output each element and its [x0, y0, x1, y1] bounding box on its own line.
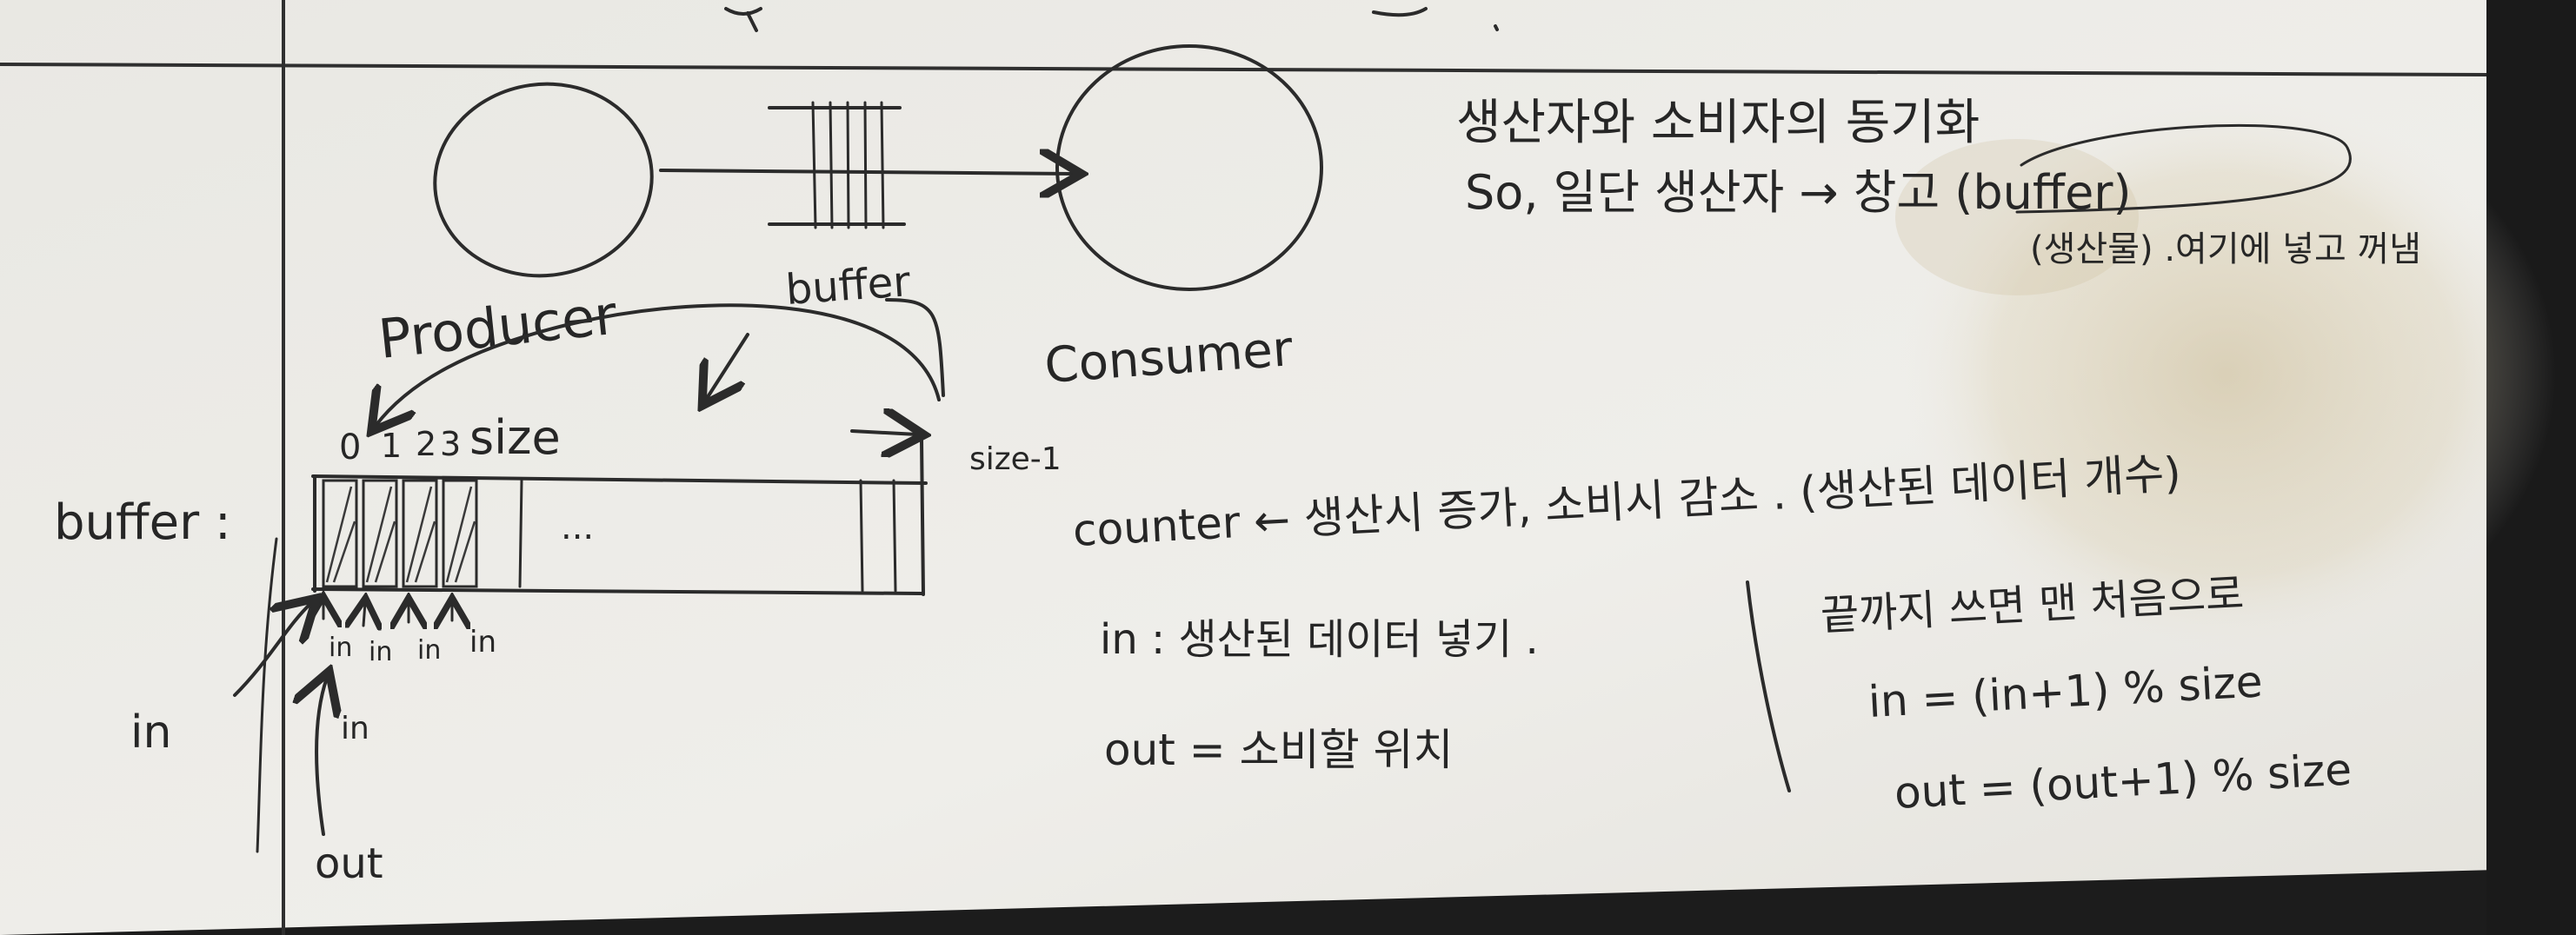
note-in-definition: in : 생산된 데이터 넣기 . — [1100, 615, 1539, 664]
in-left-label: in — [130, 706, 171, 759]
size-minus-1-label: size-1 — [969, 441, 1062, 477]
wrap-curve-right — [885, 298, 945, 397]
top-buffer-label: buffer — [784, 257, 912, 315]
note-divider — [1746, 580, 1791, 792]
out-pointer-arrow — [316, 678, 327, 836]
top-scribble-2 — [1372, 7, 1499, 31]
in-label-1: in — [329, 633, 352, 663]
right-arrow — [850, 431, 917, 434]
producer-circle — [433, 82, 654, 278]
index-3: 3 — [440, 425, 461, 463]
out-label: out — [315, 839, 383, 888]
top-rule-line — [0, 63, 2487, 76]
index-1: 1 — [381, 427, 402, 465]
buffer-ellipsis: ... — [561, 507, 594, 547]
flow-arrow — [659, 170, 1075, 174]
in-vertical-label: in — [341, 711, 369, 746]
size-label: size — [469, 410, 561, 465]
index-0: 0 — [339, 428, 361, 468]
note-title: 생산자와 소비자의 동기화 — [1456, 95, 1980, 151]
index-2: 2 — [416, 425, 436, 463]
left-margin-scribble — [256, 537, 278, 853]
buffer-box-outline — [2015, 123, 2352, 214]
top-buffer-box — [768, 101, 906, 229]
top-scribble — [724, 7, 762, 32]
wrap-curve-arrow — [376, 303, 941, 426]
coffee-stain — [1895, 87, 2556, 660]
in-arrow-2 — [363, 603, 365, 626]
in-pointer-arrow — [233, 603, 311, 697]
coffee-stain-2 — [1895, 139, 2139, 295]
buffer-side-label: buffer : — [54, 494, 231, 551]
note-store: (생산물) .여기에 넣고 꺼냄 — [2030, 229, 2421, 269]
buffer-array — [311, 437, 928, 596]
down-arrow — [706, 333, 749, 400]
note-out-definition: out = 소비할 위치 — [1104, 725, 1453, 775]
in-label-4: in — [469, 625, 496, 660]
in-label-3: in — [417, 635, 441, 666]
in-label-2: in — [369, 637, 392, 667]
